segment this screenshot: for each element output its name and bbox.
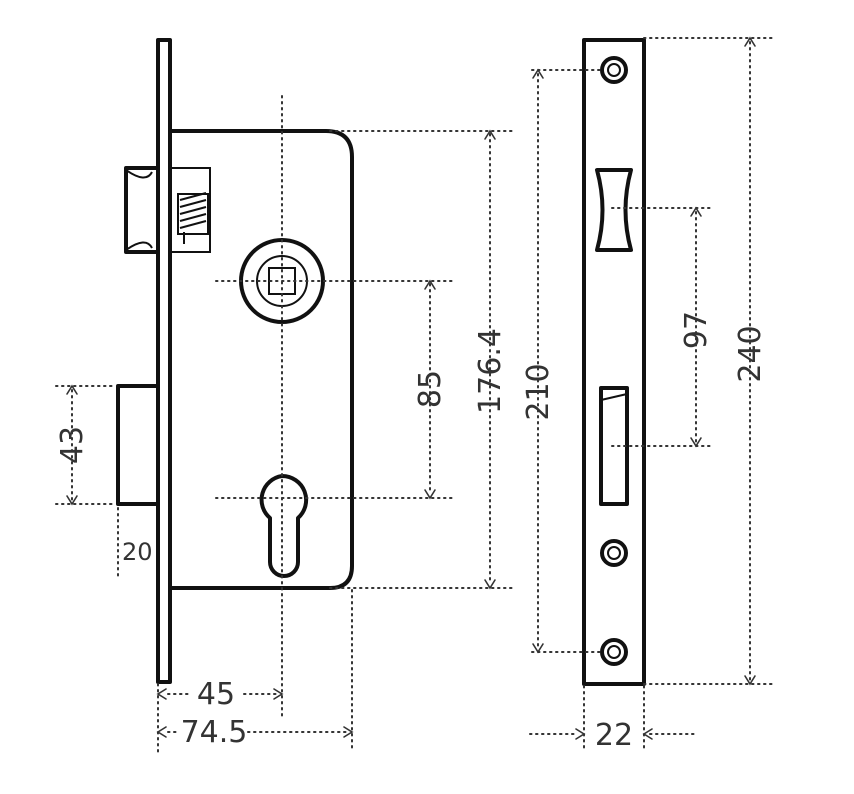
faceplate-front-view: [582, 38, 646, 686]
lock-case: [170, 129, 354, 590]
latch-slot: [595, 168, 633, 252]
dim-handle-to-cylinder: 85: [413, 370, 448, 408]
dim-faceplate-length: 240: [733, 325, 768, 382]
dim-case-height: 176.4: [473, 328, 508, 414]
dead-bolt: [116, 384, 160, 506]
latch-bolt: [124, 166, 211, 254]
dim-latch-offset: 20: [122, 538, 153, 566]
top-screw-hole: [600, 56, 628, 84]
dim-faceplate-screw-spacing: 210: [521, 363, 556, 420]
middle-screw-hole: [600, 539, 628, 567]
faceplate: [582, 38, 646, 686]
dimension-arrowheads: [66, 36, 756, 740]
dimension-lines: [55, 37, 775, 753]
forend-strip: [156, 38, 172, 684]
bolt-slot: [599, 386, 629, 506]
dim-latch-height: 43: [55, 426, 90, 464]
bottom-screw-hole: [600, 638, 628, 666]
dim-faceplate-slot-spacing: 97: [679, 311, 714, 349]
lock-body-side-view: [116, 38, 354, 684]
dim-faceplate-width: 22: [595, 718, 633, 753]
cylinder-cutout: [259, 473, 309, 578]
dim-case-depth: 74.5: [181, 715, 248, 750]
latch-spring: [177, 192, 209, 244]
dim-backset: 45: [197, 677, 235, 712]
dimension-labels: 43 20 45 74.5 85 176.4 210 97 240 22: [55, 311, 768, 753]
